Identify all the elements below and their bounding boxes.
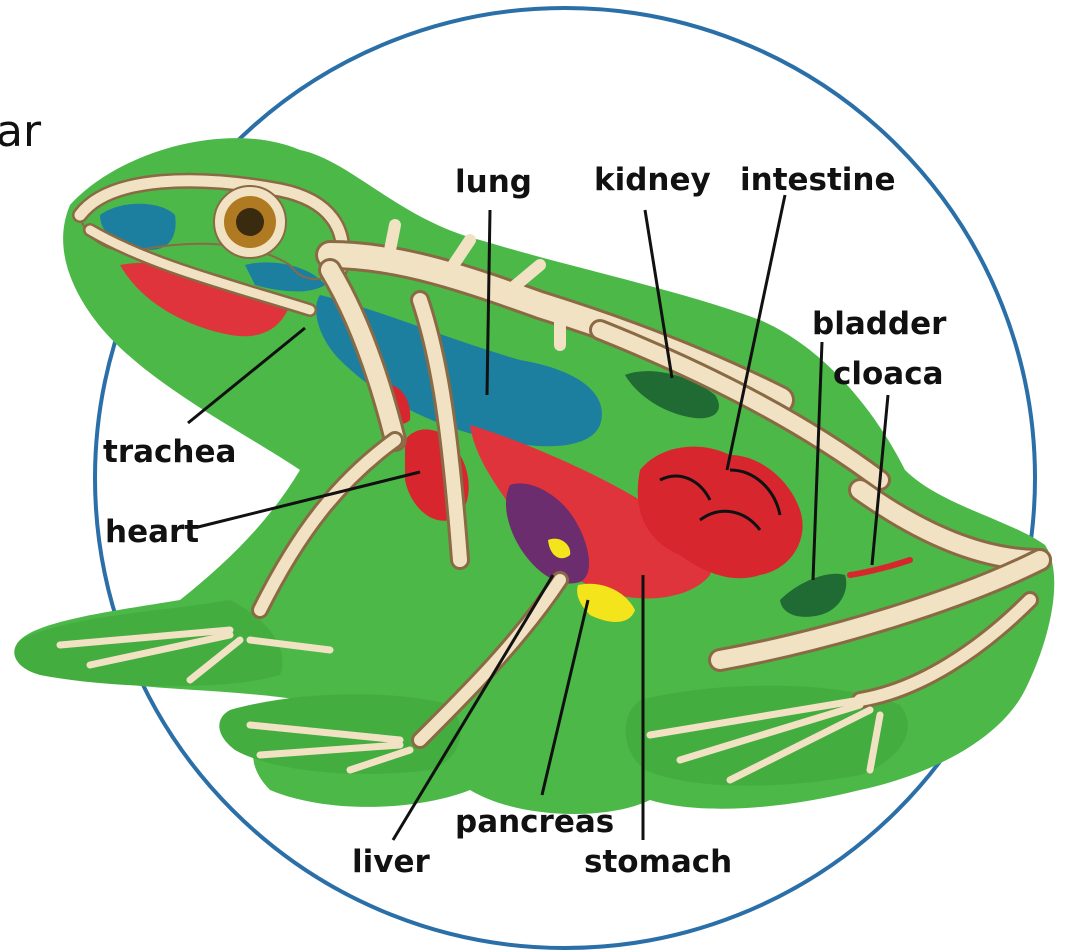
label-lung: lung: [455, 164, 532, 200]
label-pancreas: pancreas: [455, 804, 614, 840]
label-stomach: stomach: [584, 844, 732, 880]
corner-text-fragment: ar: [0, 106, 42, 157]
label-heart: heart: [105, 514, 199, 550]
vertebra-process-1: [390, 225, 395, 250]
label-liver: liver: [352, 844, 430, 880]
label-trachea: trachea: [103, 434, 236, 470]
label-kidney: kidney: [594, 162, 711, 198]
label-cloaca: cloaca: [833, 356, 944, 392]
label-bladder: bladder: [812, 306, 947, 342]
eye-pupil: [236, 208, 264, 236]
label-intestine: intestine: [740, 162, 896, 198]
